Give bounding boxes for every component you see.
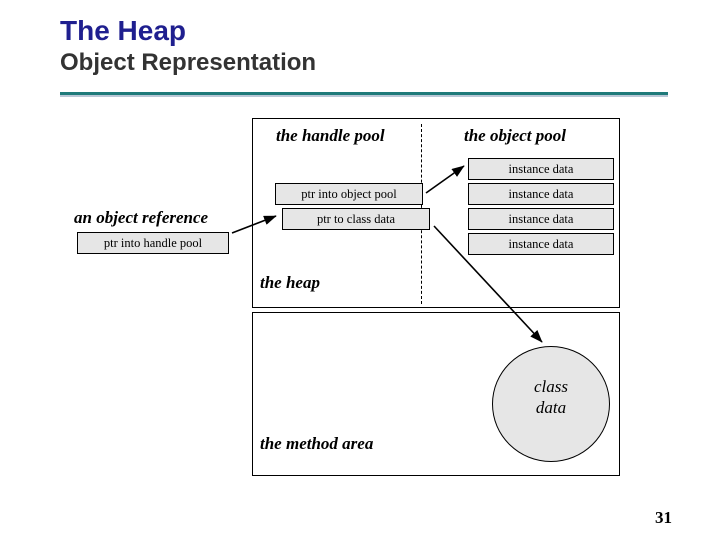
heap-label: the heap xyxy=(260,273,320,292)
class-data-line-2: data xyxy=(535,398,567,418)
handle-pool-label: the handle pool xyxy=(276,126,385,145)
page-subtitle: Object Representation xyxy=(60,49,317,77)
title-block: The Heap Object Representation xyxy=(60,14,660,78)
object-pool-label: the object pool xyxy=(464,126,566,145)
cell-ptr-into-handle-pool: ptr into handle pool xyxy=(77,232,229,254)
class-data-line-1: class xyxy=(534,377,568,396)
method-area-label: the method area xyxy=(260,434,374,453)
page-title: The Heap xyxy=(60,15,187,46)
class-data-label: class data xyxy=(492,376,610,419)
title-divider xyxy=(60,92,668,95)
page-number: 31 xyxy=(655,508,672,527)
object-representation-diagram: the handle pool the object pool the heap… xyxy=(60,108,660,488)
cell-instance-data: instance data xyxy=(468,183,614,205)
cell-ptr-to-class-data: ptr to class data xyxy=(282,208,430,230)
cell-instance-data: instance data xyxy=(468,208,614,230)
class-data-ellipse xyxy=(492,346,610,462)
cell-instance-data: instance data xyxy=(468,233,614,255)
cell-ptr-into-object-pool: ptr into object pool xyxy=(275,183,423,205)
cell-instance-data: instance data xyxy=(468,158,614,180)
title-divider-shadow xyxy=(60,95,668,97)
object-reference-label: an object reference xyxy=(74,208,209,227)
